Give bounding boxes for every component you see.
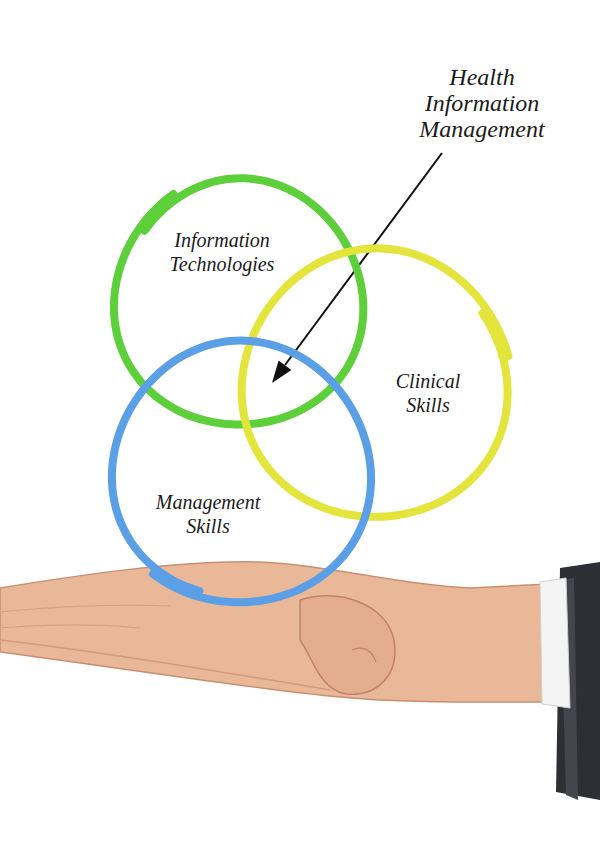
arrow-head xyxy=(272,361,291,383)
thumb-nail xyxy=(352,648,376,662)
circle-outline xyxy=(102,334,378,610)
circle-label: Information Technologies xyxy=(147,228,297,276)
callout-label: Health Information Management xyxy=(397,65,567,143)
circle-stroke xyxy=(242,248,509,517)
venn-circle: Management Skills xyxy=(102,334,378,610)
circle-stroke xyxy=(112,341,371,603)
circle-label: Management Skills xyxy=(133,490,283,538)
shirt-cuff xyxy=(540,578,570,708)
finger-line xyxy=(0,625,140,628)
thumb xyxy=(300,596,395,694)
circle-outline xyxy=(234,244,518,528)
finger-line xyxy=(0,605,170,612)
circle-label: Clinical Skills xyxy=(373,369,483,417)
hand-palm xyxy=(0,562,548,702)
palm-crease xyxy=(0,640,330,690)
venn-circle: Clinical Skills xyxy=(234,244,518,528)
